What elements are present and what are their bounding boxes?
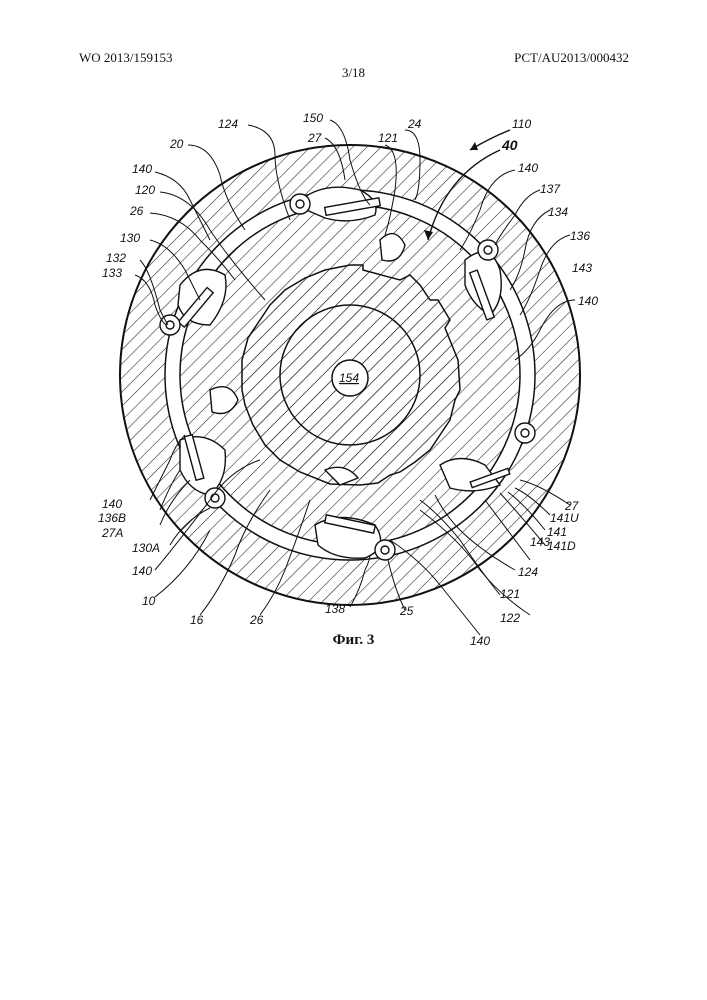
label-25: 25 [399, 604, 414, 618]
label-132: 132 [106, 251, 126, 265]
label-140-tl: 140 [132, 162, 152, 176]
label-20: 20 [169, 137, 184, 151]
label-10: 10 [142, 594, 156, 608]
label-122: 122 [500, 611, 520, 625]
figure-caption: Фиг. 3 [0, 632, 707, 649]
label-27a: 27A [101, 526, 123, 540]
label-120: 120 [135, 183, 155, 197]
label-140-r: 140 [578, 294, 598, 308]
label-24: 24 [407, 117, 422, 131]
label-26-top: 26 [129, 204, 144, 218]
label-150: 150 [303, 111, 323, 125]
label-121-b: 121 [500, 587, 520, 601]
publication-number: WO 2013/159153 [79, 50, 173, 66]
label-124-top: 124 [218, 117, 238, 131]
label-27-top: 27 [307, 131, 323, 145]
label-140-l: 140 [102, 497, 122, 511]
label-133: 133 [102, 266, 122, 280]
label-26-b: 26 [249, 613, 264, 627]
label-154: 154 [339, 371, 359, 385]
label-124-b: 124 [518, 565, 538, 579]
sheet-number: 3/18 [0, 65, 707, 81]
label-134: 134 [548, 205, 568, 219]
label-136: 136 [570, 229, 590, 243]
label-121-top: 121 [378, 131, 398, 145]
label-110: 110 [512, 117, 531, 131]
label-137: 137 [540, 182, 561, 196]
label-141d: 141D [547, 539, 576, 553]
application-number: PCT/AU2013/000432 [514, 50, 629, 66]
patent-figure: 154 [60, 100, 650, 660]
label-16: 16 [190, 613, 204, 627]
label-143-b: 143 [530, 535, 550, 549]
label-141u: 141U [550, 511, 579, 525]
label-40: 40 [501, 137, 518, 153]
label-140-tr: 140 [518, 161, 538, 175]
label-138: 138 [325, 602, 345, 616]
label-140-bl: 140 [132, 564, 152, 578]
label-130: 130 [120, 231, 140, 245]
label-136b: 136B [98, 511, 126, 525]
label-130a: 130A [132, 541, 160, 555]
label-143-top: 143 [572, 261, 592, 275]
